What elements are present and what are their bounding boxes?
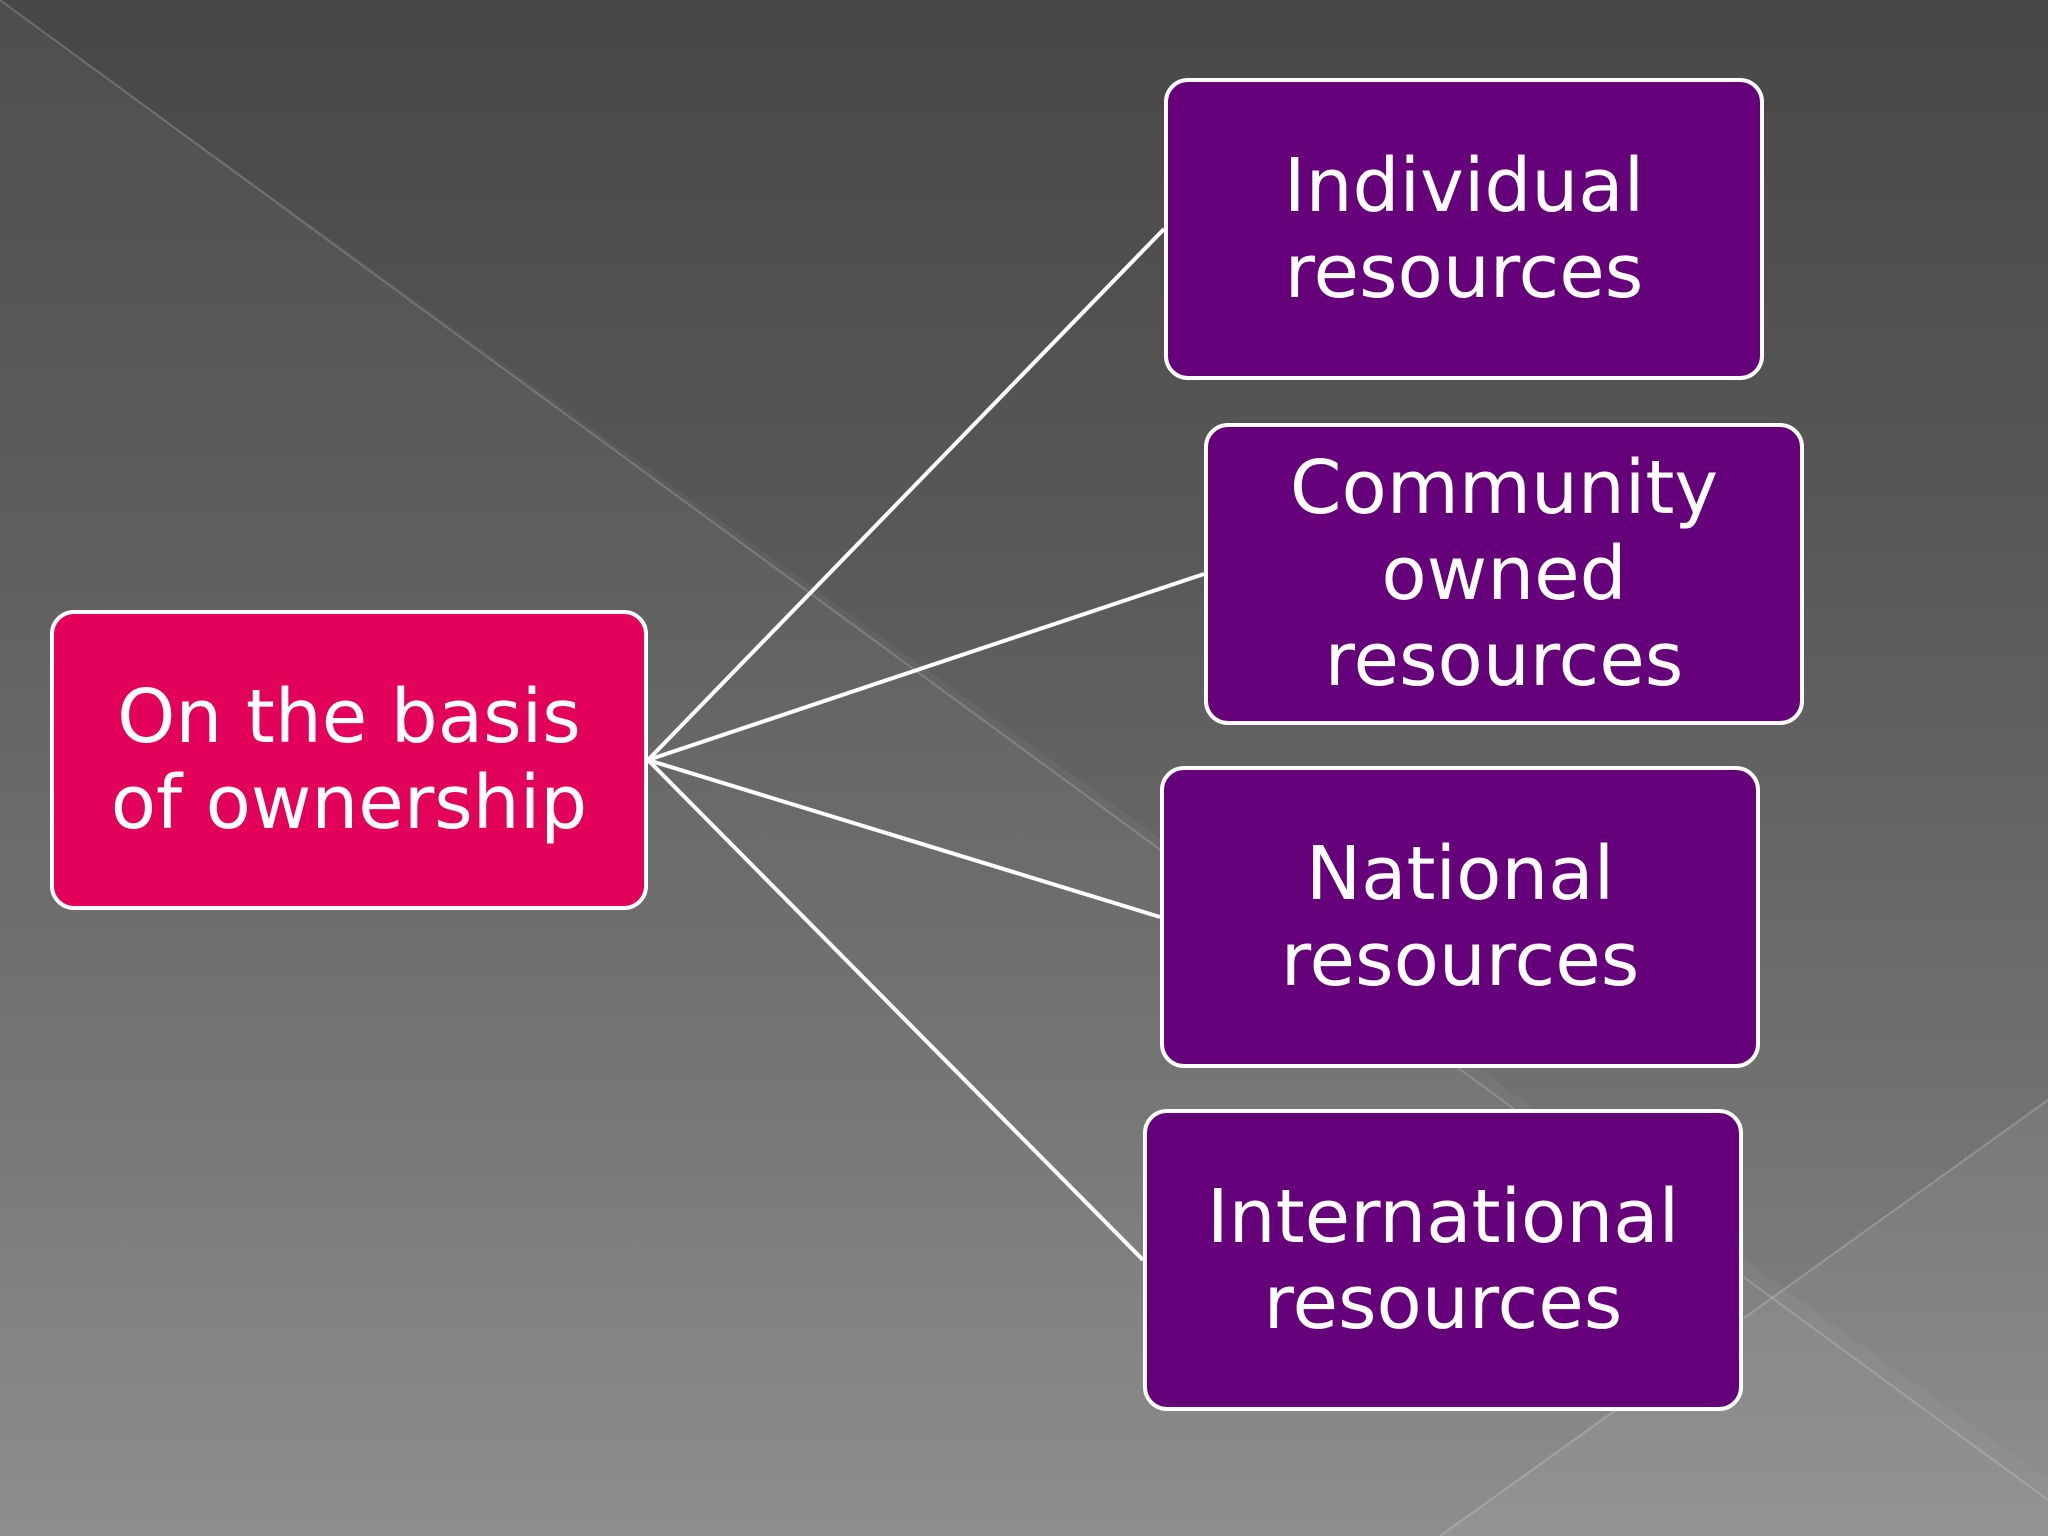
child-node-label: Individual resources xyxy=(1283,143,1645,315)
connector-line xyxy=(646,227,1166,762)
child-node-individual: Individual resources xyxy=(1164,78,1764,380)
child-node-label: International resources xyxy=(1206,1174,1680,1346)
child-node-label: National resources xyxy=(1280,831,1640,1003)
connector-line xyxy=(647,572,1205,762)
connector-line xyxy=(646,758,1145,1262)
child-node-national: National resources xyxy=(1160,766,1760,1068)
connector-line xyxy=(647,758,1161,919)
root-node: On the basis of ownership xyxy=(50,610,648,910)
child-node-community: Community owned resources xyxy=(1204,423,1804,725)
child-node-international: International resources xyxy=(1143,1109,1743,1411)
root-node-label: On the basis of ownership xyxy=(110,674,588,846)
child-node-label: Community owned resources xyxy=(1289,445,1719,703)
